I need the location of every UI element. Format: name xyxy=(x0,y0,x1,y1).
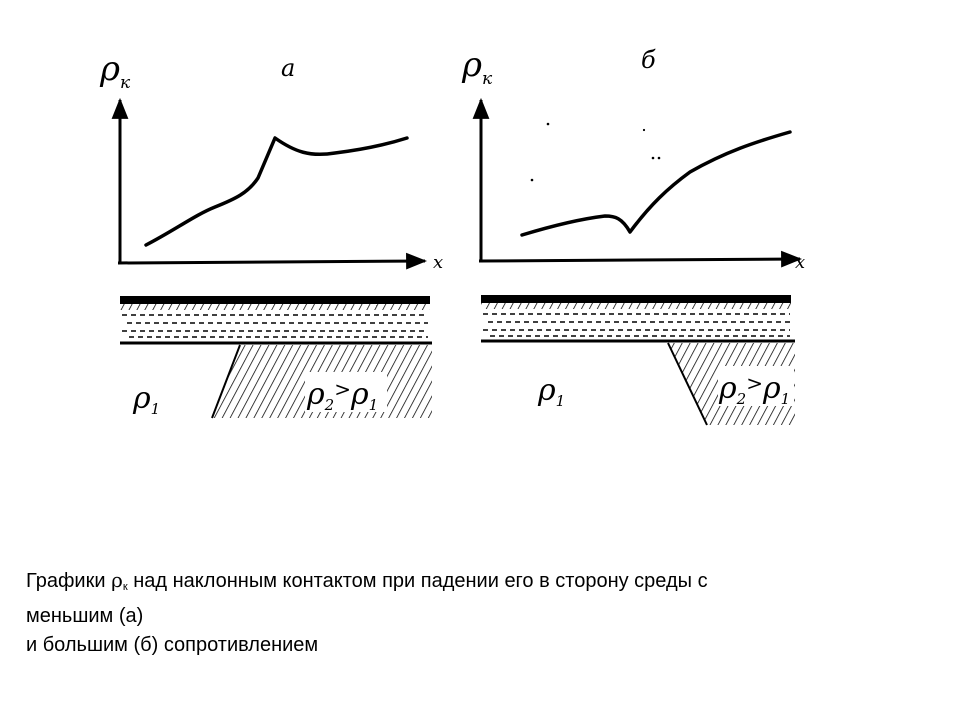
rho2-label-a: ρ2>ρ1 xyxy=(305,372,387,414)
resistivity-curve-b xyxy=(520,130,792,237)
top-layer-a xyxy=(120,296,430,304)
rho2-label-b: ρ2>ρ1 xyxy=(718,366,794,408)
hatch-top-a xyxy=(120,304,430,310)
caption-symbol: ρ xyxy=(111,568,123,592)
svg-text:ρ2>ρ1: ρ2>ρ1 xyxy=(718,371,790,408)
figure: ρк а x ρ1 ρ2>ρ1 xyxy=(99,45,805,426)
panel-a: ρк а x ρ1 ρ2>ρ1 xyxy=(99,49,443,419)
inclined-contact-a xyxy=(211,344,241,419)
panel-letter-a: а xyxy=(281,54,295,82)
caption-line-1: Графики ρк над наклонным контактом при п… xyxy=(26,566,926,602)
caption-line-3: и большим (б) сопротивлением xyxy=(26,634,319,656)
y-axis-label-b: ρк xyxy=(461,45,493,89)
caption-text-end: над наклонным контактом при падении его … xyxy=(127,570,708,592)
rho1-label-b: ρ1 xyxy=(537,373,565,410)
x-axis-label-b: x xyxy=(795,252,805,273)
x-axis-b xyxy=(478,250,803,268)
top-layer-b xyxy=(481,295,791,303)
graph-a: ρк а x xyxy=(99,49,443,273)
section-b: ρ1 ρ2>ρ1 xyxy=(481,295,795,426)
panel-letter-b: б xyxy=(641,46,656,74)
caption-line-2: меньшим (а) xyxy=(26,605,144,627)
svg-text:ρ2>ρ1: ρ2>ρ1 xyxy=(306,377,378,414)
resistivity-curve-a xyxy=(144,136,409,247)
caption-symbol-subscript: к xyxy=(122,581,128,593)
panel-b: ρк б x xyxy=(461,45,805,426)
section-a: ρ1 ρ2>ρ1 xyxy=(120,296,432,419)
rho1-label-a: ρ1 xyxy=(132,381,160,418)
speckles-b xyxy=(530,122,661,182)
x-axis-a xyxy=(117,252,428,270)
caption-text-start: Графики xyxy=(26,570,112,592)
hatch-top-b xyxy=(481,303,791,309)
inclined-contact-b xyxy=(667,342,708,426)
y-axis-label-a: ρк xyxy=(99,49,131,93)
sediment-dashes-a xyxy=(122,314,428,338)
x-axis-label-a: x xyxy=(433,252,443,273)
graph-b: ρк б x xyxy=(461,45,805,273)
figure-caption: Графики ρк над наклонным контактом при п… xyxy=(26,566,926,660)
sediment-dashes-b xyxy=(483,313,790,337)
